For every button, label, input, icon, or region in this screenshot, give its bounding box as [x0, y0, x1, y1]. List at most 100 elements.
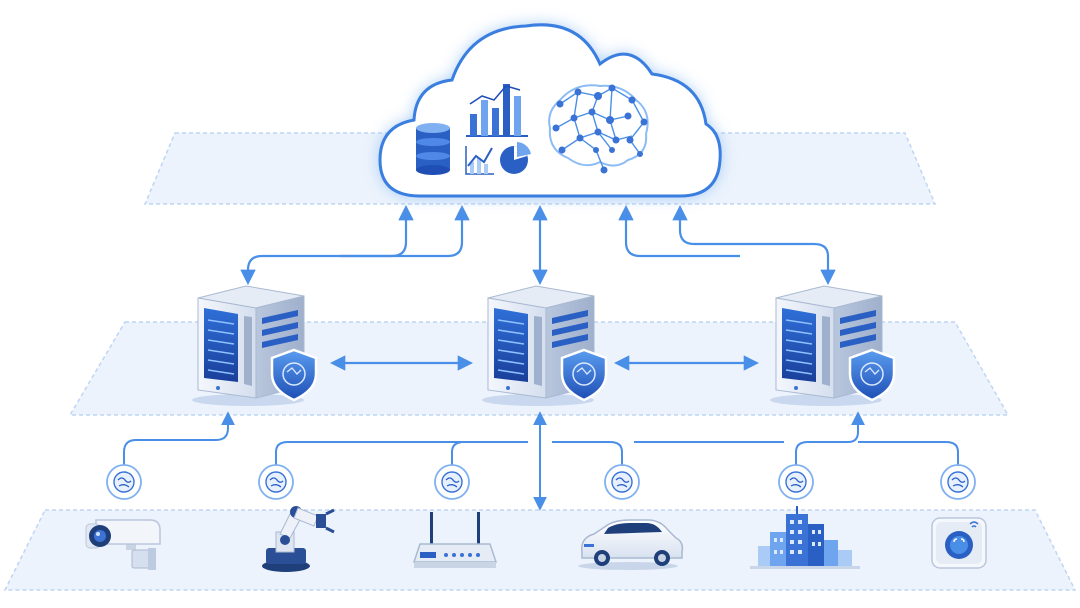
server-slot — [497, 319, 525, 325]
shield-brain-outline — [572, 362, 596, 386]
link-thermostat-right — [858, 441, 959, 466]
device-edge-links — [123, 411, 959, 511]
server-bay — [262, 322, 298, 336]
chip-brain-lines — [445, 477, 460, 488]
chip-brain-lines — [117, 477, 132, 488]
shield-shape — [560, 348, 608, 402]
line-chart-icon — [465, 146, 494, 175]
server-slot — [497, 339, 525, 345]
server-slot — [207, 329, 235, 335]
server-slot — [207, 359, 235, 365]
neural-brain-icon — [548, 84, 649, 174]
link-car-center — [552, 441, 623, 466]
server-slot — [497, 329, 525, 335]
server-bay — [552, 334, 588, 348]
chip-brain-lines — [789, 477, 804, 488]
link-left-server-cloud-a — [240, 204, 414, 286]
server-slot — [785, 319, 813, 325]
server-bay — [840, 310, 876, 324]
cloud-shape — [378, 23, 722, 198]
server-slot — [785, 359, 813, 365]
shield-shape — [270, 348, 318, 402]
shield-brain-lines — [576, 367, 592, 375]
server-shadow — [192, 394, 304, 406]
link-robot-center — [275, 441, 528, 466]
shield-brain-outline — [282, 362, 306, 386]
server-rail — [822, 316, 830, 386]
cloud-node — [378, 23, 722, 198]
server-slot — [207, 349, 235, 355]
edge-server-right — [770, 285, 896, 406]
server-slot — [497, 349, 525, 355]
server-bay — [552, 322, 588, 336]
ai-shield-icon — [270, 348, 318, 402]
server-bay — [840, 322, 876, 336]
server-icon — [197, 285, 305, 399]
ai-chip-icon — [434, 464, 470, 500]
smart-building-icon — [750, 506, 860, 569]
router-icon — [412, 512, 498, 568]
server-led — [794, 386, 798, 390]
ai-chip-icon — [604, 464, 640, 500]
chip-brain-lines — [615, 477, 630, 488]
server-slot — [497, 359, 525, 365]
shield-brain-lines — [864, 367, 880, 375]
server-slot — [207, 319, 235, 325]
ai-chip-icon — [258, 464, 294, 500]
robot-arm-icon — [262, 506, 335, 572]
chip-brain — [265, 471, 287, 493]
edge-servers — [192, 285, 896, 406]
ai-chip-icon — [106, 464, 142, 500]
link-camera-left — [123, 411, 235, 466]
chip-brain — [611, 471, 633, 493]
edge-server-center — [482, 285, 608, 406]
server-slot — [207, 369, 235, 375]
server-shadow — [770, 394, 882, 406]
shield-brain-outline — [860, 362, 884, 386]
shield-shape — [848, 348, 896, 402]
server-bay — [262, 310, 298, 324]
server-led — [216, 386, 220, 390]
server-slot — [785, 339, 813, 345]
edge-server-left — [192, 285, 318, 406]
server-led — [506, 386, 510, 390]
ai-chip-icon — [940, 464, 976, 500]
server-slot — [785, 329, 813, 335]
security-camera-icon — [85, 519, 161, 570]
shield-brain-lines — [286, 367, 302, 375]
database-icon — [416, 123, 450, 175]
bar-chart-icon — [466, 84, 528, 137]
chip-brain — [947, 471, 969, 493]
server-slot — [785, 349, 813, 355]
link-left-server-cloud-b — [340, 204, 470, 258]
server-bay — [552, 310, 588, 324]
link-building-right — [795, 411, 865, 466]
server-shadow — [482, 394, 594, 406]
devices — [85, 506, 987, 572]
chip-brain — [785, 471, 807, 493]
server-slot — [497, 369, 525, 375]
link-router-center — [451, 441, 465, 466]
cloud-edge-links — [240, 204, 836, 286]
server-rail — [244, 316, 252, 386]
chip-brain-lines — [269, 477, 284, 488]
server-rail — [534, 316, 542, 386]
smart-thermostat-icon — [931, 517, 987, 569]
server-bay — [262, 334, 298, 348]
ai-chips — [106, 464, 976, 500]
chip-brain-lines — [951, 477, 966, 488]
ai-chip-icon — [778, 464, 814, 500]
link-right-server-cloud-a — [672, 204, 836, 286]
chip-brain — [441, 471, 463, 493]
pie-chart-icon — [500, 142, 531, 174]
server-bay — [840, 334, 876, 348]
ai-shield-icon — [560, 348, 608, 402]
ai-shield-icon — [848, 348, 896, 402]
link-right-server-cloud-b — [618, 204, 740, 258]
server-slot — [785, 369, 813, 375]
server-slot — [207, 339, 235, 345]
device-layer-plane — [3, 509, 1077, 591]
car-icon — [578, 519, 684, 570]
chip-brain — [113, 471, 135, 493]
